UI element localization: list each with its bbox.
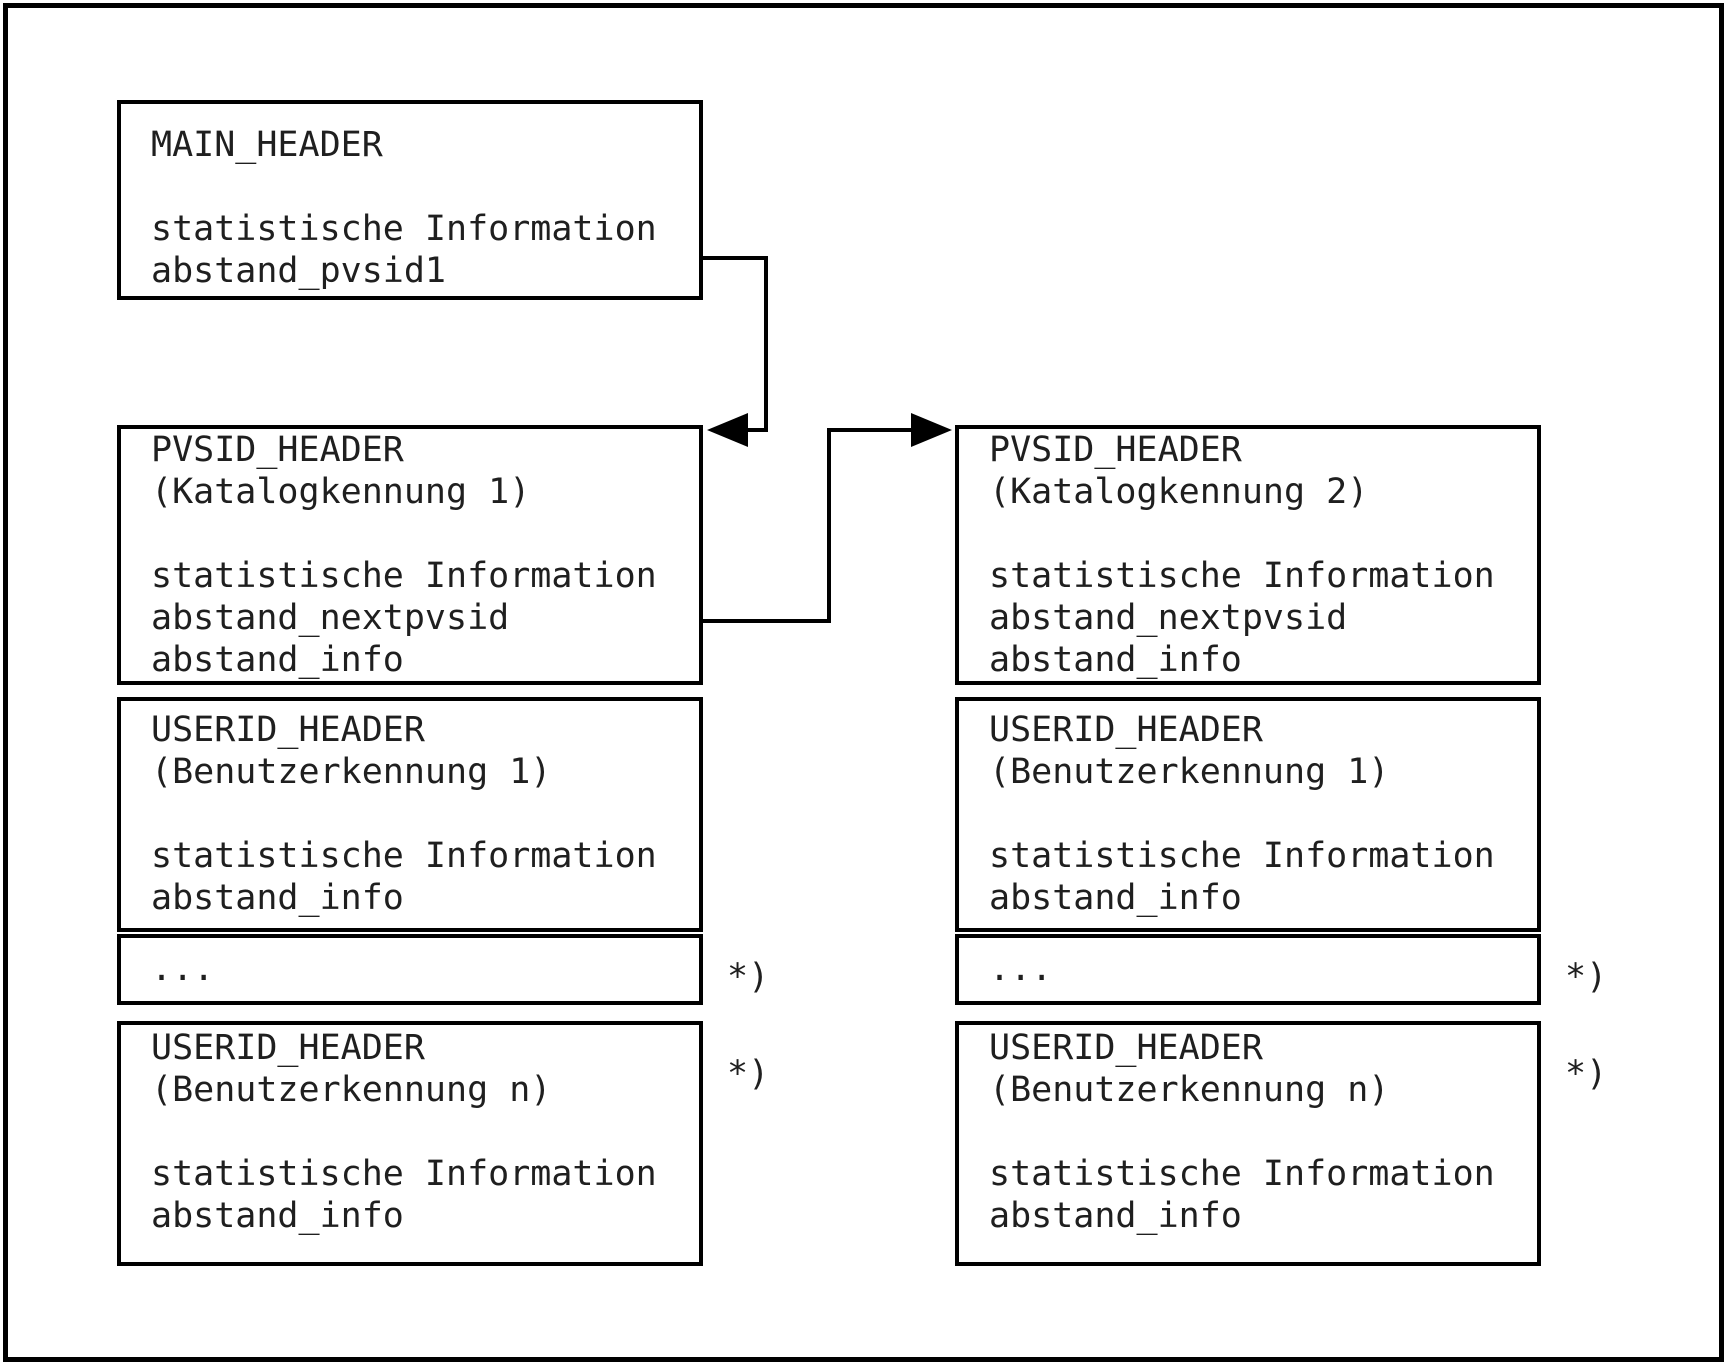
footnote-marker: *) bbox=[1565, 1054, 1608, 1094]
box-line: abstand_info bbox=[989, 1196, 1242, 1236]
footnote-marker: *) bbox=[727, 1054, 770, 1094]
box-line: statistische Information bbox=[151, 836, 657, 876]
diagram-border-frame bbox=[3, 3, 1724, 1362]
useridn-header-box-right: USERID_HEADER (Benutzerkennung n) statis… bbox=[955, 1021, 1541, 1266]
box-line: ... bbox=[989, 949, 1053, 989]
box-line bbox=[151, 513, 699, 555]
box-line bbox=[151, 166, 699, 208]
box-line: abstand_info bbox=[151, 1196, 404, 1236]
useridn-header-box-left: USERID_HEADER (Benutzerkennung n) statis… bbox=[117, 1021, 703, 1266]
box-line: (Katalogkennung 1) bbox=[151, 472, 531, 512]
ellipsis-box-right: ... bbox=[955, 934, 1541, 1005]
box-line: abstand_nextpvsid bbox=[989, 598, 1348, 638]
box-line bbox=[989, 513, 1537, 555]
box-line: statistische Information bbox=[989, 1154, 1495, 1194]
box-line: USERID_HEADER bbox=[151, 1028, 425, 1068]
box-line: PVSID_HEADER bbox=[989, 430, 1242, 470]
box-line: abstand_info bbox=[989, 640, 1242, 680]
box-line: (Katalogkennung 2) bbox=[989, 472, 1369, 512]
box-line: abstand_nextpvsid bbox=[151, 598, 510, 638]
main-header-box: MAIN_HEADER statistische Information abs… bbox=[117, 100, 703, 300]
box-line: USERID_HEADER bbox=[989, 710, 1263, 750]
box-line bbox=[989, 1111, 1537, 1153]
box-line: ... bbox=[151, 949, 215, 989]
box-line: (Benutzerkennung 1) bbox=[151, 752, 552, 792]
box-line bbox=[151, 1111, 699, 1153]
box-line: (Benutzerkennung n) bbox=[989, 1070, 1390, 1110]
box-line: abstand_pvsid1 bbox=[151, 251, 447, 291]
footnote-marker: *) bbox=[1565, 957, 1608, 997]
userid1-header-box-left: USERID_HEADER (Benutzerkennung 1) statis… bbox=[117, 697, 703, 932]
box-line: (Benutzerkennung 1) bbox=[989, 752, 1390, 792]
box-line: abstand_info bbox=[989, 878, 1242, 918]
box-line: USERID_HEADER bbox=[989, 1028, 1263, 1068]
box-line: PVSID_HEADER bbox=[151, 430, 404, 470]
box-line: statistische Information bbox=[989, 556, 1495, 596]
box-line bbox=[989, 793, 1537, 835]
box-line: statistische Information bbox=[989, 836, 1495, 876]
box-line: abstand_info bbox=[151, 640, 404, 680]
box-line: (Benutzerkennung n) bbox=[151, 1070, 552, 1110]
box-line: MAIN_HEADER bbox=[151, 125, 383, 165]
pvsid1-header-box: PVSID_HEADER (Katalogkennung 1) statisti… bbox=[117, 425, 703, 685]
box-line: abstand_info bbox=[151, 878, 404, 918]
footnote-marker: *) bbox=[727, 957, 770, 997]
box-line: statistische Information bbox=[151, 1154, 657, 1194]
userid1-header-box-right: USERID_HEADER (Benutzerkennung 1) statis… bbox=[955, 697, 1541, 932]
box-line: USERID_HEADER bbox=[151, 710, 425, 750]
box-line: statistische Information bbox=[151, 556, 657, 596]
box-line bbox=[151, 793, 699, 835]
ellipsis-box-left: ... bbox=[117, 934, 703, 1005]
box-line: statistische Information bbox=[151, 209, 657, 249]
pvsid2-header-box: PVSID_HEADER (Katalogkennung 2) statisti… bbox=[955, 425, 1541, 685]
